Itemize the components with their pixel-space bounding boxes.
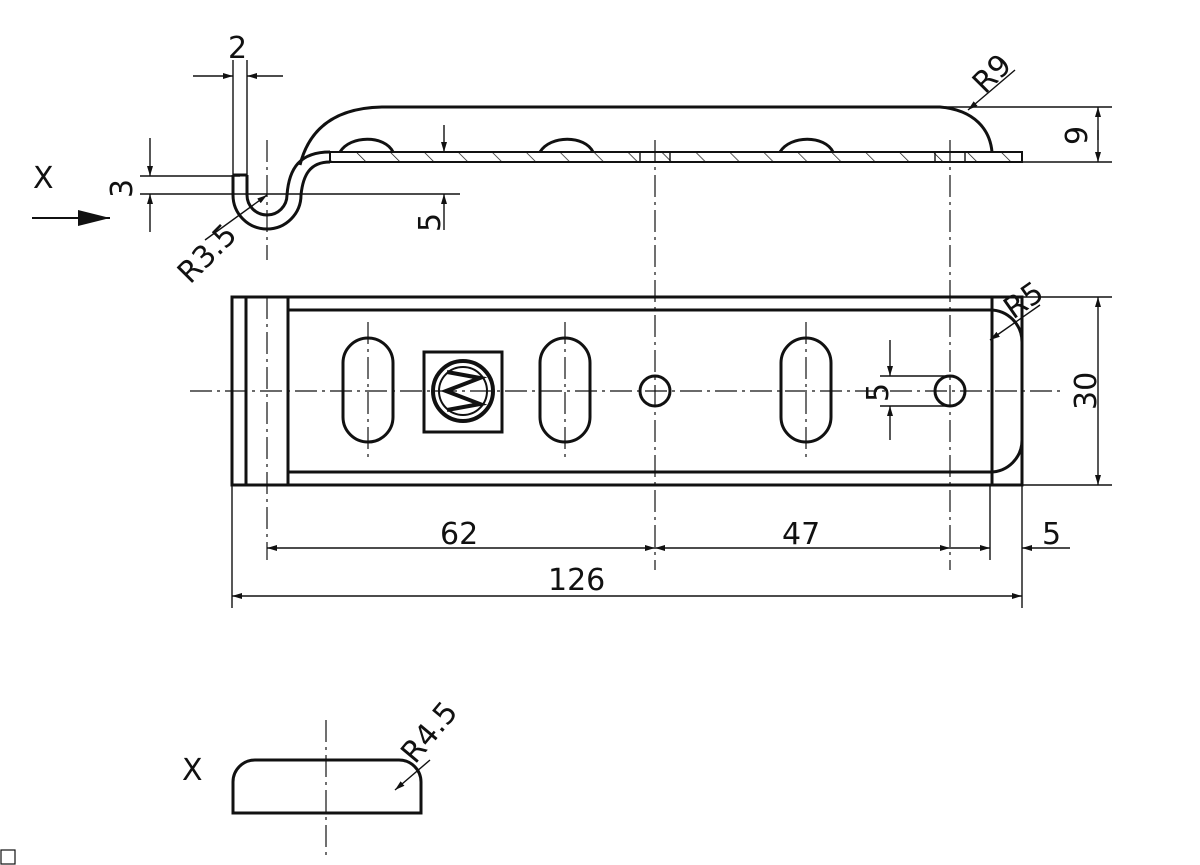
view-x: X R4.5 <box>182 695 465 855</box>
view-x-profile <box>231 758 423 815</box>
side-view-plate-section <box>329 151 1023 163</box>
corner-marker <box>0 849 16 865</box>
dim-r5: R5 <box>998 275 1051 327</box>
view-x-label: X <box>182 753 203 788</box>
vw-logo-icon <box>422 350 504 434</box>
dim-5-offset: 5 <box>413 213 448 232</box>
side-view-top-profile <box>298 105 994 166</box>
dim-r9: R9 <box>966 48 1019 101</box>
plan-view: R5 5 30 62 47 5 126 <box>190 140 1112 608</box>
slot-3 <box>779 336 833 444</box>
hook-inner <box>245 150 331 217</box>
dim-9: 9 <box>1060 126 1095 145</box>
view-label-x: X <box>33 161 54 196</box>
dim-47: 47 <box>782 517 820 552</box>
slot-1 <box>341 336 395 444</box>
dim-3: 3 <box>105 179 140 198</box>
dim-2: 2 <box>228 31 247 66</box>
dim-5-end: 5 <box>1042 517 1061 552</box>
slot-2 <box>538 336 592 444</box>
dim-126: 126 <box>548 563 605 598</box>
hook-outer <box>231 160 331 231</box>
dim-30: 30 <box>1069 372 1104 410</box>
side-view: 2 3 R3.5 5 R9 9 X <box>32 31 1112 291</box>
dim-62: 62 <box>440 517 478 552</box>
dim-r3-5: R3.5 <box>171 217 244 290</box>
view-direction-arrow-icon <box>78 210 110 226</box>
dim-hole-5: 5 <box>861 383 896 402</box>
dim-r4-5: R4.5 <box>394 695 465 770</box>
